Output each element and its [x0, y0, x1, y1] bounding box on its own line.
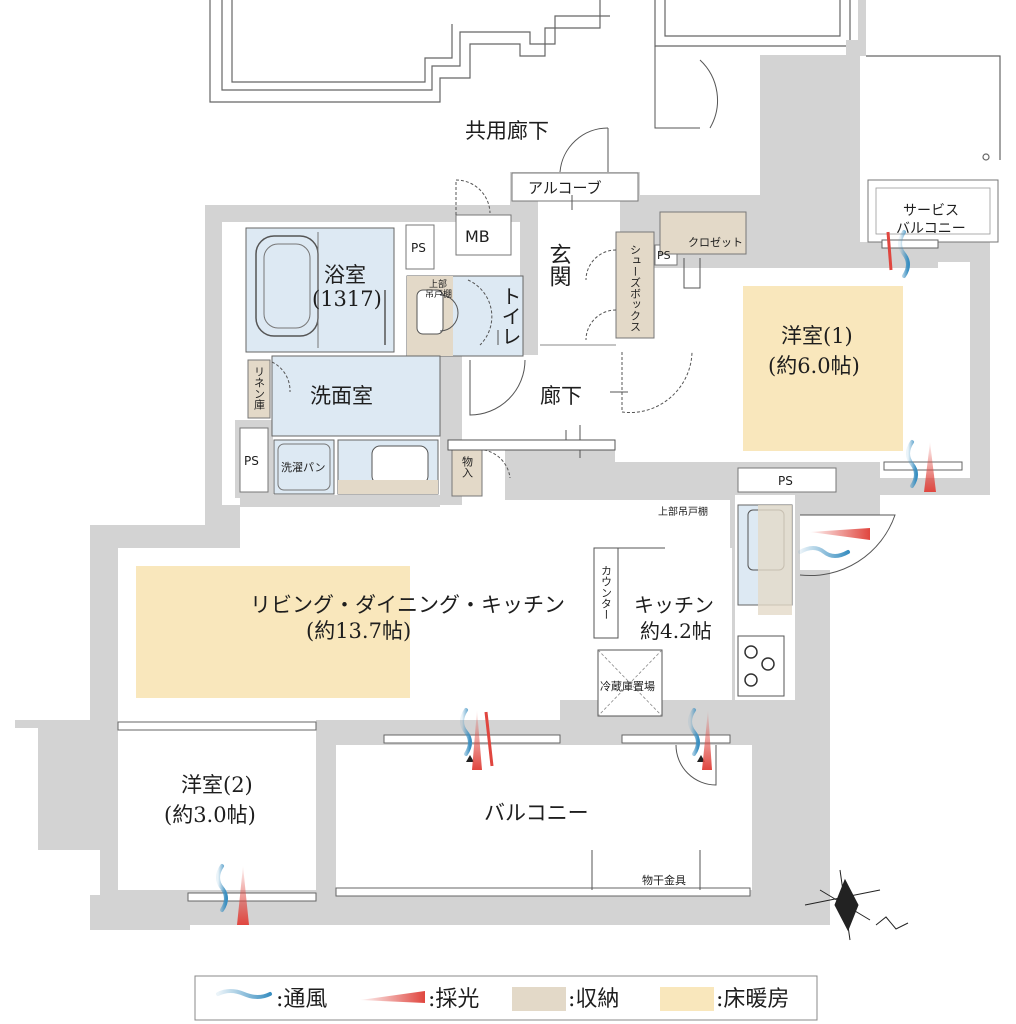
ventilation-legend-icon: [216, 989, 272, 999]
label-ps-kitchen: PS: [778, 474, 793, 488]
label-washing-pan: 洗濯パン: [281, 461, 326, 474]
label-toilet: トイレ: [498, 286, 522, 346]
mb-box: [455, 214, 512, 256]
label-genkan: 玄関: [546, 243, 571, 287]
small-storage: [451, 447, 483, 497]
bathtub-inner: [263, 243, 311, 329]
label-alcove: アルコーブ: [528, 179, 602, 197]
compass-icon: [804, 869, 909, 941]
label-hallway: 廊下: [540, 384, 582, 408]
label-fridge: 冷蔵庫置場: [600, 679, 655, 693]
label-common-corridor: 共用廊下: [465, 119, 549, 143]
label-kitchen-2: 約4.2帖: [640, 619, 712, 643]
entrance-door-swing: [559, 46, 719, 173]
label-ldk-1: リビング・ダイニング・キッチン: [250, 593, 565, 617]
label-upper-hanging-cabinet: 上部吊戸棚: [658, 505, 708, 518]
label-western2-2: (約3.0帖): [164, 803, 256, 827]
label-bath-2: (1317): [312, 287, 382, 311]
label-bath-1: 浴室: [324, 263, 366, 287]
alcove-area: [511, 172, 639, 202]
daylight-legend-icon: [360, 991, 425, 1003]
label-balcony: バルコニー: [484, 801, 589, 825]
legend-ventilation-label: :通風: [276, 987, 327, 1012]
label-shoe-box: シューズボックス: [629, 244, 642, 332]
linen-storage: [247, 359, 271, 419]
label-upper-cabinet-2: 吊戸棚: [425, 288, 452, 300]
label-mb: MB: [465, 227, 490, 246]
upper-wall-block: [760, 55, 860, 195]
floor-heating-legend-swatch: [660, 987, 714, 1011]
label-ldk-2: (約13.7帖): [306, 619, 411, 643]
label-small-storage: 物入: [461, 455, 474, 478]
storage-legend-swatch: [512, 987, 566, 1011]
label-ps-wash: PS: [244, 454, 259, 468]
label-drying-hardware: 物干金具: [642, 873, 686, 887]
legend-floor-heating-label: :床暖房: [716, 987, 789, 1012]
label-closet: クロゼット: [688, 236, 743, 249]
hallway-doors: [447, 351, 693, 458]
label-service-balcony-2: バルコニー: [896, 221, 966, 237]
shoe-box: [615, 231, 655, 339]
label-kitchen-1: キッチン: [634, 593, 714, 617]
label-western1-1: 洋室(1): [781, 324, 853, 348]
airflow-marks: [216, 230, 936, 925]
stove: [737, 635, 785, 697]
washroom-area: [271, 355, 441, 437]
ps-boxes: [239, 224, 837, 493]
label-service-balcony-1: サービス: [903, 203, 959, 219]
floor-heating-western1: [743, 286, 903, 451]
label-counter: カウンター: [600, 565, 613, 620]
label-western1-2: (約6.0帖): [768, 354, 860, 378]
label-upper-cabinet-1: 上部: [429, 278, 447, 290]
windows: [117, 239, 963, 902]
closet: [659, 211, 747, 255]
washing-pan-area: [273, 439, 335, 495]
label-western2-1: 洋室(2): [181, 773, 253, 797]
label-ps-toilet: PS: [411, 241, 426, 255]
label-washroom: 洗面室: [310, 384, 373, 408]
legend-storage-label: :収納: [568, 987, 619, 1012]
legend-daylight-label: :採光: [428, 987, 479, 1012]
upper-structure: [209, 0, 1001, 161]
floor-heating-ldk: [136, 566, 410, 698]
label-ps-closet: PS: [657, 249, 671, 262]
label-linen: リネン庫: [253, 366, 266, 411]
stove-burners: [744, 645, 775, 687]
upper-wall-block-2: [846, 40, 860, 200]
balcony-doors: [591, 514, 896, 890]
upper-hanging-cabinet: [758, 505, 792, 615]
counter-bar: [593, 547, 619, 639]
